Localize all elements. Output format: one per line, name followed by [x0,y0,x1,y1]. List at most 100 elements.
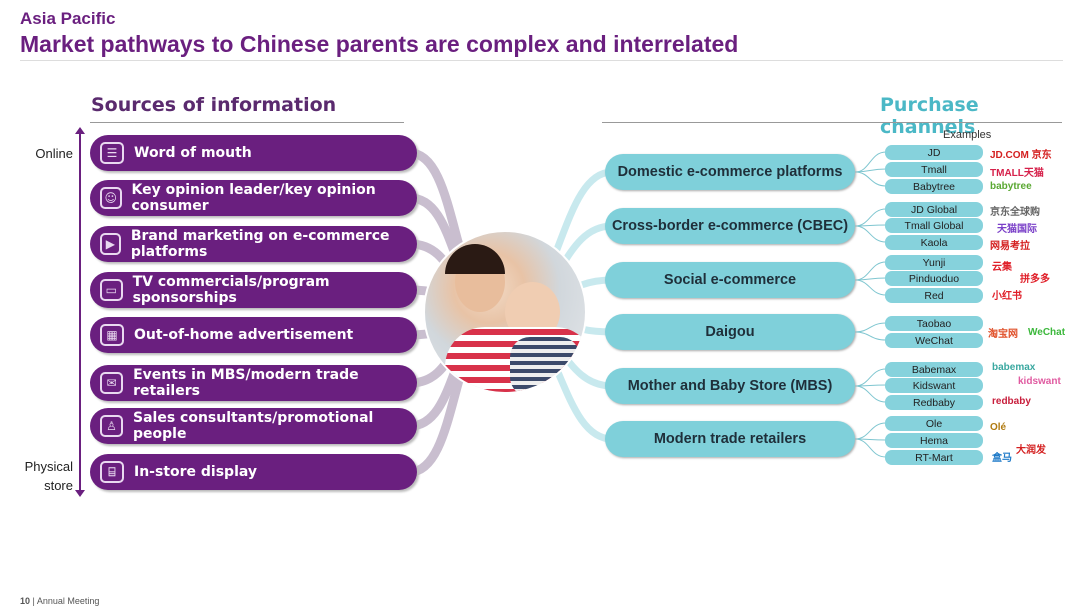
example-item: Tmall Global [885,218,983,233]
brand-logo: babytree [990,181,1032,192]
brand-logo: kidswant [1018,376,1061,387]
sources-divider [90,122,404,123]
example-item: Kaola [885,235,983,250]
mother-and-baby-photo [423,230,587,394]
example-label: Tmall [921,163,947,176]
influencer-icon: ☺ [100,187,122,209]
region-label: Asia Pacific [20,9,116,28]
example-label: RT-Mart [915,451,953,464]
source-label: Events in MBS/modern trade retailers [133,367,359,399]
brand-logo: redbaby [992,396,1031,407]
source-item: ♙ Sales consultants/promotional people [90,408,417,444]
channel-label: Modern trade retailers [653,431,807,447]
example-item: JD [885,145,983,160]
example-connector [854,322,887,333]
example-label: Red [924,289,944,302]
brand-logo: 云集 [992,262,1012,273]
axis-physical-label: Physical store [24,459,73,493]
brand-logo: 拼多多 [1020,274,1050,285]
example-connector [854,368,887,387]
channel-label: Mother and Baby Store (MBS) [627,378,833,394]
axis-online-label: Online [35,146,73,161]
salesperson-icon: ♙ [100,415,124,437]
page-number: 10 [20,596,31,606]
channel-item: Modern trade retailers [605,421,855,457]
arrow-down-icon [75,490,85,497]
example-item: Redbaby [885,395,983,410]
brand-logo: 网易考拉 [990,241,1030,252]
source-item: ☺ Key opinion leader/key opinion consumer [90,180,417,216]
example-item: Hema [885,433,983,448]
source-item: ☰ Word of mouth [90,135,417,171]
example-item: RT-Mart [885,450,983,465]
source-item: ✉Events in MBS/modern trade retailers [90,365,417,401]
example-label: WeChat [915,334,953,347]
example-connector [854,385,887,403]
example-item: Ole [885,416,983,431]
billboard-icon: ▦ [100,324,124,346]
example-item: Tmall [885,162,983,177]
source-label: Out-of-home advertisement [134,327,354,343]
brand-logo: babemax [992,362,1036,373]
brand-logo: 大润发 [1016,445,1046,456]
purchase-heading: Purchase channels [880,94,979,138]
example-connector [854,171,887,187]
source-item: ▦ Out-of-home advertisement [90,317,417,353]
example-label: Ole [925,417,943,430]
example-label: Babytree [912,180,956,193]
tv-icon: ▭ [100,279,123,301]
example-label: JD [927,146,941,159]
chat-bubbles-icon: ☰ [100,142,124,164]
sources-heading: Sources of information [91,94,337,116]
megaphone-screen-icon: ▶ [100,233,121,255]
source-item: ▶Brand marketing on e-commerce platforms [90,226,417,262]
example-label: Tmall Global [904,219,964,232]
brand-logo: 盒马 [992,453,1012,464]
example-item: Yunji [885,255,983,270]
source-item: ⌸ In-store display [90,454,417,490]
source-label: Sales consultants/promotional people [133,410,374,442]
example-label: Pinduoduo [908,272,960,285]
example-connector [854,208,887,227]
example-item: Babytree [885,179,983,194]
channel-item: Domestic e-commerce platforms [605,154,855,190]
example-connector [854,438,887,458]
channel-item: Cross-border e-commerce (CBEC) [605,208,855,244]
examples-label: Examples [943,129,992,141]
example-label: Kaola [920,236,948,249]
page-title: Market pathways to Chinese parents are c… [20,31,739,57]
example-connector [854,261,887,281]
example-item: Red [885,288,983,303]
source-item: ▭ TV commercials/program sponsorships [90,272,417,308]
source-label: TV commercials/program sponsorships [132,274,330,306]
example-label: Taobao [916,317,952,330]
brand-logo: WeChat [1028,327,1066,338]
arrow-up-icon [75,127,85,134]
title-divider [20,60,1063,61]
example-connector [854,225,887,243]
brand-logo: 天猫国际 [997,224,1037,235]
channel-label: Cross-border e-commerce (CBEC) [611,218,849,234]
example-item: Pinduoduo [885,271,983,286]
source-label: Key opinion leader/key opinion consumer [131,182,376,214]
online-physical-axis [79,132,81,494]
brand-logo: 京东全球购 [990,207,1040,218]
example-connector [854,168,887,173]
channel-label: Domestic e-commerce platforms [617,164,843,180]
channel-item: Daigou [605,314,855,350]
source-label: Word of mouth [134,145,252,161]
source-label: In-store display [134,464,258,480]
example-item: JD Global [885,202,983,217]
channel-label: Daigou [705,324,755,340]
example-connector [854,279,887,296]
brand-logo: JD.COM 京东 [990,150,1052,161]
example-label: Kidswant [912,379,956,392]
example-item: WeChat [885,333,983,348]
purchase-divider [602,122,1062,123]
display-shelf-icon: ⌸ [100,461,124,483]
brand-logo: 小红书 [992,291,1022,302]
channel-item: Mother and Baby Store (MBS) [605,368,855,404]
brand-logo: 淘宝网 [988,329,1018,340]
footer-text: | Annual Meeting [32,596,100,606]
example-label: Babemax [911,363,957,376]
